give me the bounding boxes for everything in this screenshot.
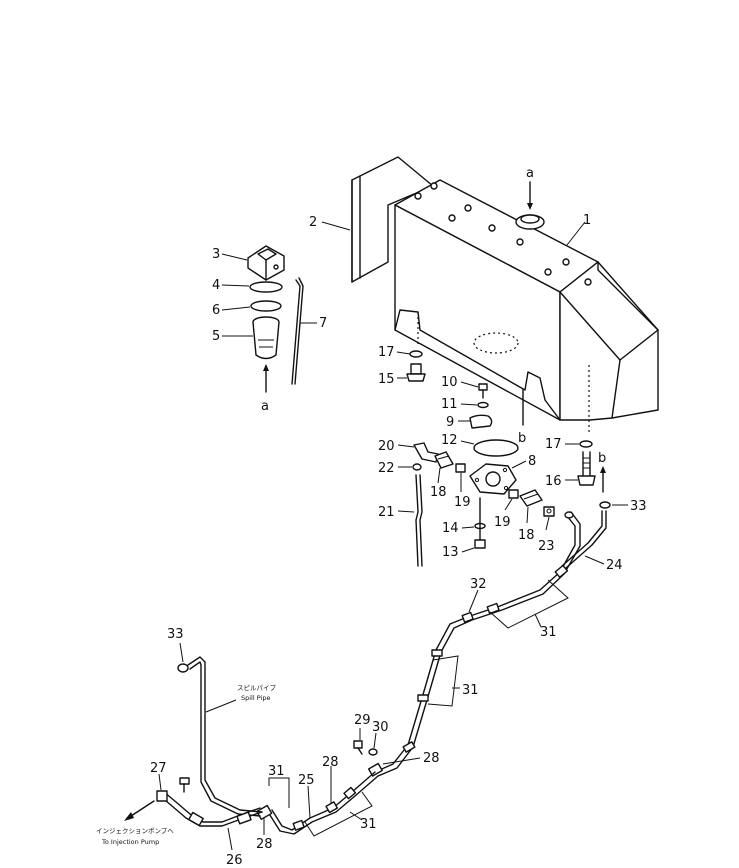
- callout-25: 25: [298, 773, 315, 788]
- callout-18-right: 18: [518, 528, 535, 543]
- nut-19-left: [455, 463, 466, 473]
- clamp-28-right: [367, 762, 383, 777]
- washer-17-left: [409, 350, 423, 358]
- connector-18-right: [519, 489, 543, 507]
- fitting-27: [156, 777, 190, 802]
- ref-b-bolt: b: [598, 451, 606, 466]
- tank-top-bolts: [414, 182, 592, 286]
- callout-8: 8: [528, 454, 536, 469]
- callout-6: 6: [212, 303, 220, 318]
- filler-neck: [515, 214, 545, 230]
- bolt-29: [353, 740, 363, 755]
- washer-17-right: [579, 440, 593, 448]
- callout-17-left: 17: [378, 345, 395, 360]
- callout-12: 12: [441, 433, 458, 448]
- washer-30: [368, 748, 378, 756]
- bolt-15: [406, 363, 426, 382]
- callout-11: 11: [441, 397, 458, 412]
- callout-14: 14: [442, 521, 459, 536]
- callout-26: 26: [226, 853, 243, 868]
- callout-3: 3: [212, 247, 220, 262]
- callout-32: 32: [470, 577, 487, 592]
- callout-28-left: 28: [256, 837, 273, 852]
- connector-18-left: [434, 451, 454, 469]
- shield-plate: [351, 156, 434, 283]
- callout-7: 7: [319, 316, 327, 331]
- pipe-21: [415, 474, 423, 567]
- callout-15: 15: [378, 372, 395, 387]
- filler-cap: [247, 245, 285, 281]
- strainer-5: [252, 316, 280, 360]
- gauge-opening: [473, 332, 519, 354]
- callout-29: 29: [354, 713, 371, 728]
- callout-31-top: 31: [540, 625, 557, 640]
- callout-4: 4: [212, 278, 220, 293]
- callout-33-left: 33: [167, 627, 184, 642]
- callout-31-low: 31: [360, 817, 377, 832]
- ref-a-top: a: [526, 166, 534, 181]
- callout-16: 16: [545, 474, 562, 489]
- ring-6: [250, 300, 282, 312]
- injection-label-jp: インジェクションポンプへ: [96, 827, 174, 835]
- fuel-tank: [394, 179, 659, 432]
- callout-19-right: 19: [494, 515, 511, 530]
- callout-1: 1: [583, 213, 591, 228]
- callout-10: 10: [441, 375, 458, 390]
- clamp-9: [469, 414, 493, 429]
- bolt-10: [478, 383, 488, 399]
- callout-28-right: 28: [423, 751, 440, 766]
- injection-label-en: To Injection Pump: [101, 838, 159, 846]
- callout-18-left: 18: [430, 485, 447, 500]
- fuel-hose-24: [374, 510, 607, 777]
- callout-13: 13: [442, 545, 459, 560]
- callout-5: 5: [212, 329, 220, 344]
- spill-pipe-label-jp: スピルパイプ: [237, 684, 277, 692]
- dipstick-7: [291, 277, 304, 385]
- callout-20: 20: [378, 439, 395, 454]
- spill-pipe-label-en: Spill Pipe: [241, 694, 270, 702]
- spill-pipe: [177, 656, 263, 817]
- washer-22: [412, 463, 422, 471]
- nut-19-right: [508, 489, 519, 499]
- callout-19-left: 19: [454, 495, 471, 510]
- callout-31-left: 31: [268, 764, 285, 779]
- hose-clamps: [402, 564, 569, 753]
- sender-plate-8: [469, 463, 517, 495]
- washer-11: [477, 401, 489, 409]
- callout-28-mid: 28: [322, 755, 339, 770]
- bolt-16: [577, 451, 596, 486]
- callout-31-mid: 31: [462, 683, 479, 698]
- callout-23: 23: [538, 539, 555, 554]
- callout-21: 21: [378, 505, 395, 520]
- nut-23: [543, 506, 555, 517]
- injection-hose-26: [159, 791, 263, 827]
- callout-33-right: 33: [630, 499, 647, 514]
- callout-24: 24: [606, 558, 623, 573]
- elbow-20: [413, 442, 439, 463]
- bolt-13: [474, 497, 486, 549]
- ref-a-bottom: a: [261, 399, 269, 414]
- washer-33-right: [599, 501, 611, 509]
- callout-22: 22: [378, 461, 395, 476]
- callout-27: 27: [150, 761, 167, 776]
- callout-2: 2: [309, 215, 317, 230]
- seal-ring-4: [249, 281, 283, 293]
- callout-17-right: 17: [545, 437, 562, 452]
- callout-30: 30: [372, 720, 389, 735]
- gasket-12: [473, 439, 519, 457]
- ref-b-tank: b: [518, 431, 526, 446]
- callout-9: 9: [446, 415, 454, 430]
